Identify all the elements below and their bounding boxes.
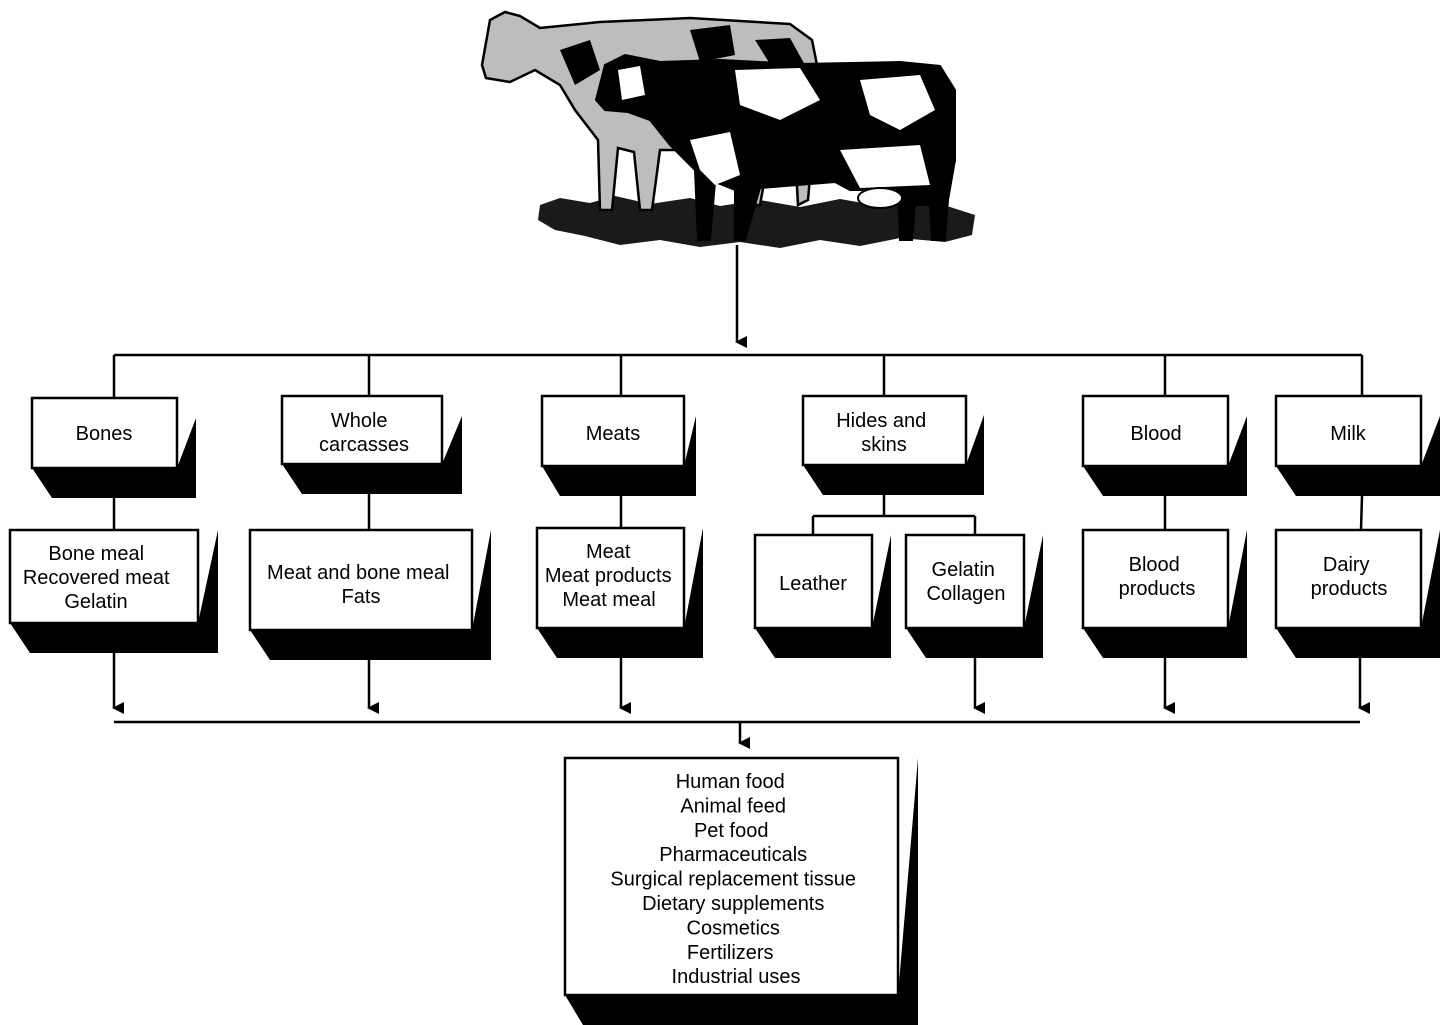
product-text-leather: Leather — [779, 573, 847, 595]
product-text-bones: Bone meal Recovered meat Gelatin — [23, 543, 175, 613]
use-item: Surgical replacement tissue — [610, 869, 856, 891]
category-label-whole-carcasses: Whole carcasses — [319, 410, 409, 456]
uses-list: Human food Animal feed Pet food Pharmace… — [610, 771, 861, 988]
category-box-meats: Meats — [540, 394, 696, 496]
product-text-whole-carcasses: Meat and bone meal Fats — [267, 562, 455, 608]
category-label-milk: Milk — [1330, 423, 1367, 445]
product-box-blood: Blood products — [1081, 528, 1247, 658]
category-label-meats: Meats — [586, 423, 640, 445]
use-item: Industrial uses — [672, 966, 801, 988]
use-item: Dietary supplements — [642, 893, 824, 915]
product-text-blood: Blood products — [1119, 554, 1196, 600]
product-box-leather: Leather — [753, 533, 891, 658]
use-item: Pharmaceuticals — [659, 844, 807, 866]
category-box-milk: Milk — [1274, 394, 1440, 496]
product-box-gelatin-collagen: Gelatin Collagen — [904, 533, 1043, 658]
product-box-bones: Bone meal Recovered meat Gelatin — [8, 528, 218, 653]
category-box-whole-carcasses: Whole carcasses — [280, 394, 462, 494]
product-box-milk: Dairy products — [1274, 528, 1440, 658]
product-text-milk: Dairy products — [1311, 554, 1388, 600]
product-text-gelatin-collagen: Gelatin Collagen — [927, 559, 1006, 605]
use-item: Pet food — [694, 820, 769, 842]
product-text-meats: Meat Meat products Meat meal — [545, 541, 677, 611]
use-item: Cosmetics — [687, 917, 780, 939]
use-item: Human food — [676, 771, 785, 793]
use-item: Fertilizers — [687, 942, 774, 964]
uses-box: Human food Animal feed Pet food Pharmace… — [563, 756, 918, 1025]
category-label-hides-and-skins: Hides and skins — [836, 410, 932, 456]
category-box-hides-and-skins: Hides and skins — [801, 394, 984, 495]
use-item: Animal feed — [680, 795, 786, 817]
category-box-bones: Bones — [30, 396, 196, 498]
product-box-meats: Meat Meat products Meat meal — [535, 526, 703, 658]
cow-icon — [480, 10, 975, 248]
category-box-blood: Blood — [1081, 394, 1247, 496]
product-box-whole-carcasses: Meat and bone meal Fats — [248, 528, 491, 660]
category-label-blood: Blood — [1130, 423, 1181, 445]
category-label-bones: Bones — [76, 423, 133, 445]
